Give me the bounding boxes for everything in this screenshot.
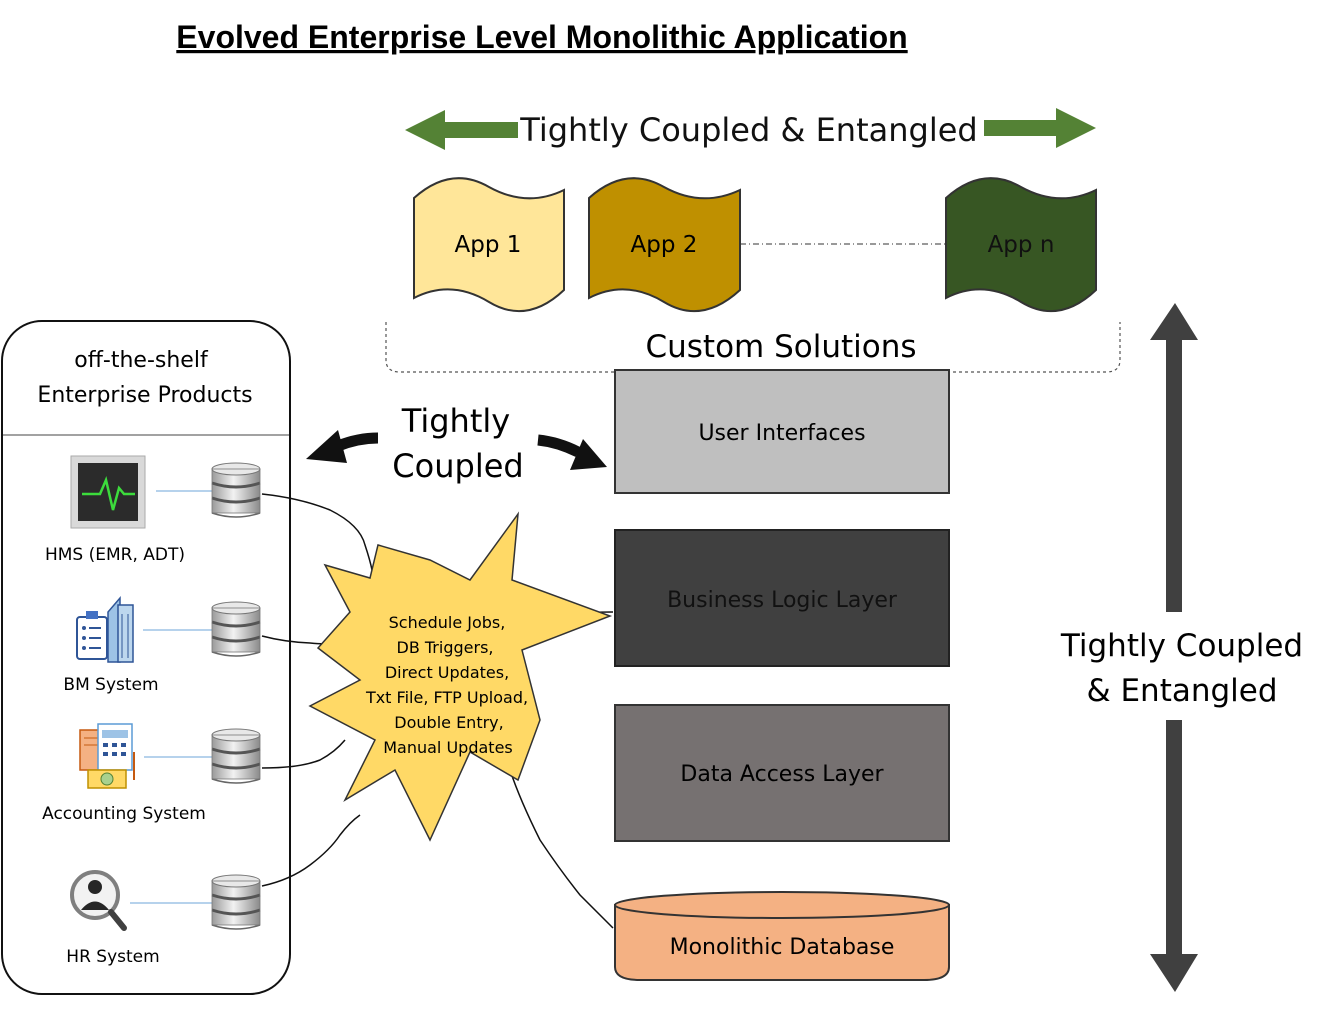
burst-line-1: Schedule Jobs, <box>389 613 506 632</box>
system-label-hr: HR System <box>66 947 159 967</box>
building-icon <box>76 595 134 663</box>
system-label-bm: BM System <box>63 675 158 695</box>
monolithic-database-cylinder: Monolithic Database <box>614 891 950 981</box>
tightly-coupled-line1: Tightly <box>401 402 510 440</box>
user-interfaces-box <box>614 369 950 494</box>
app-2-label: App 2 <box>631 232 698 258</box>
business-logic-box <box>614 529 950 667</box>
burst-line-5: Double Entry, <box>394 713 503 732</box>
system-label-hms: HMS (EMR, ADT) <box>45 545 185 565</box>
data-access-label: Data Access Layer <box>680 762 884 787</box>
hms-database-icon <box>210 461 262 519</box>
system-label-accounting: Accounting System <box>42 804 206 824</box>
custom-solutions-label: Custom Solutions <box>645 329 916 365</box>
diagram-title: Evolved Enterprise Level Monolithic Appl… <box>176 19 907 55</box>
tightly-coupled-left-arrow-icon <box>306 430 379 463</box>
panel-title-line1: off-the-shelf <box>74 348 209 373</box>
data-access-box <box>614 704 950 842</box>
app-1-label: App 1 <box>455 232 522 258</box>
top-banner-label: Tightly Coupled & Entangled <box>519 111 977 149</box>
vertical-double-arrow-icon <box>1150 303 1198 992</box>
bm-database-icon <box>210 600 262 658</box>
right-label-line1: Tightly Coupled <box>1060 628 1303 664</box>
tightly-coupled-line2: Coupled <box>392 447 523 485</box>
app-1-shape: App 1 <box>413 177 565 313</box>
tightly-coupled-right-arrow-icon <box>537 434 607 470</box>
burst-text: Schedule Jobs, DB Triggers, Direct Updat… <box>365 613 528 757</box>
accounting-database-icon <box>210 727 262 785</box>
monolithic-database-label: Monolithic Database <box>670 935 895 960</box>
monitor-icon <box>70 455 146 529</box>
search-person-icon <box>70 870 127 931</box>
custom-solutions-brace <box>385 322 1121 373</box>
right-label-line2: & Entangled <box>1086 673 1277 709</box>
user-interfaces-label: User Interfaces <box>698 421 865 446</box>
integration-burst <box>308 511 613 842</box>
app-n-shape: App n <box>945 177 1097 313</box>
business-logic-label: Business Logic Layer <box>667 588 898 613</box>
burst-line-3: Direct Updates, <box>385 663 509 682</box>
left-arrow-icon <box>405 110 518 150</box>
hr-database-icon <box>210 873 262 931</box>
app-n-label: App n <box>988 232 1055 258</box>
burst-line-2: DB Triggers, <box>397 638 494 657</box>
right-arrow-icon <box>984 108 1096 148</box>
panel-title-line2: Enterprise Products <box>37 383 252 408</box>
burst-line-6: Manual Updates <box>383 738 513 757</box>
calculator-icon <box>79 723 135 789</box>
app-2-shape: App 2 <box>588 177 741 313</box>
burst-line-4: Txt File, FTP Upload, <box>365 688 528 707</box>
